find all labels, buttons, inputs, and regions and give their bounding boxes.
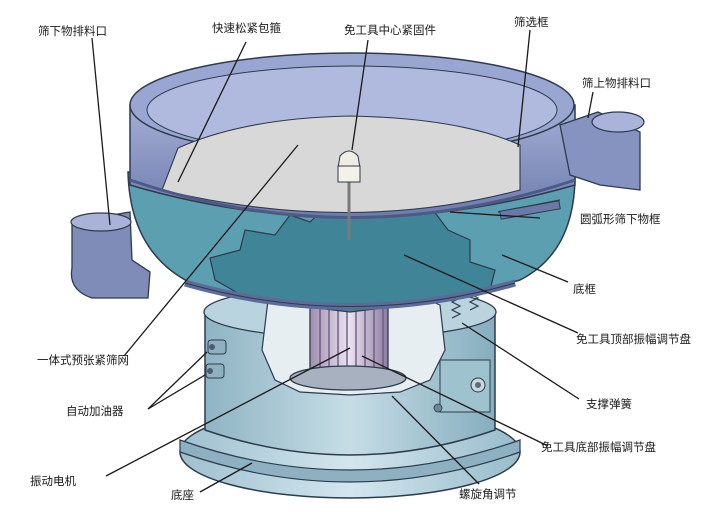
screen-frame-part — [130, 53, 575, 219]
label-auto-oiler: 自动加油器 — [66, 404, 124, 418]
label-center-fastener: 免工具中心紧固件 — [344, 23, 436, 37]
leader-auto-oiler-2 — [148, 375, 205, 409]
label-pretension-screen: 一体式预张紧筛网 — [37, 353, 129, 367]
label-arc-frame: 圆弧形筛下物框 — [580, 212, 661, 226]
label-base: 底座 — [171, 488, 194, 502]
label-support-spring: 支撑弹簧 — [586, 397, 632, 411]
label-bottom-frame: 底框 — [573, 282, 596, 296]
label-vibration-motor: 振动电机 — [30, 474, 76, 488]
label-bottom-amp-plate: 免工具底部振幅调节盘 — [541, 440, 656, 454]
label-top-amp-plate: 免工具顶部振幅调节盘 — [576, 332, 691, 346]
label-quick-clamp: 快速松紧包箍 — [212, 21, 281, 35]
label-oversize-outlet: 筛上物排料口 — [582, 76, 651, 90]
leader-undersize-outlet — [92, 38, 110, 225]
leader-auto-oiler-1 — [148, 352, 207, 409]
label-screen-frame: 筛选框 — [514, 15, 549, 29]
label-helix-angle: 螺旋角调节 — [459, 487, 517, 501]
label-undersize-outlet: 筛下物排料口 — [38, 24, 107, 38]
